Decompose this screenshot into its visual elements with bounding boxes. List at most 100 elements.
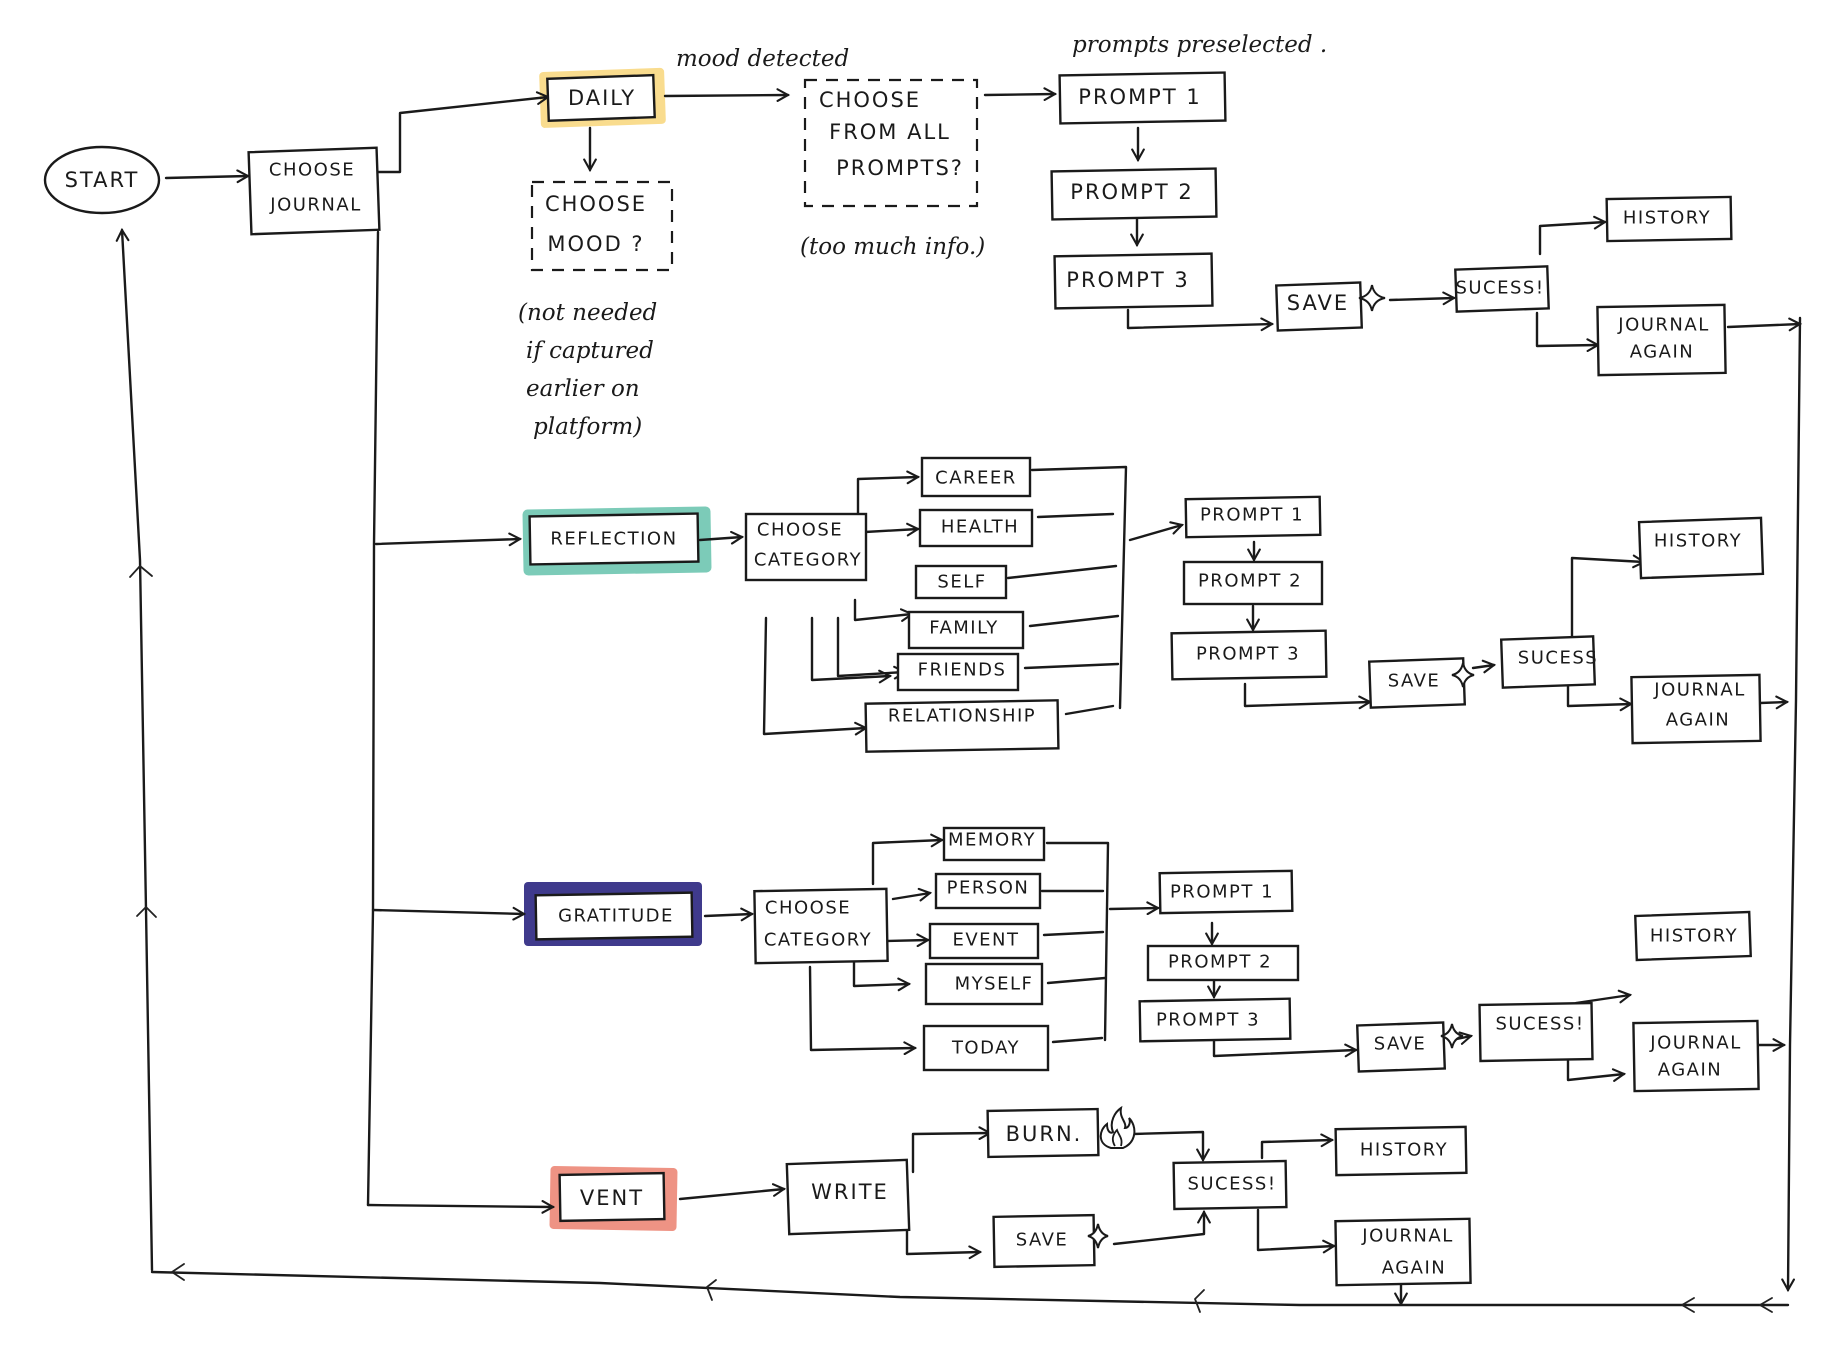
reflection-prompt-2[interactable]: PROMPT 2 [1182, 560, 1324, 606]
burn-label: BURN. [1006, 1122, 1083, 1146]
reflection-journal-again-button[interactable]: JOURNAL AGAIN [1630, 673, 1762, 745]
daily-prompt-1[interactable]: PROMPT 1 [1058, 71, 1227, 125]
choose-all-label-3: PROMPTS? [836, 156, 964, 180]
gratitude-history-button[interactable]: HISTORY [1634, 910, 1752, 962]
journal-again-label-2: AGAIN [1658, 1060, 1723, 1081]
daily-node[interactable]: DAILY [546, 73, 656, 123]
reflection-prompt-3[interactable]: PROMPT 3 [1170, 629, 1328, 681]
gratitude-category-myself[interactable]: MYSELF [924, 962, 1044, 1006]
gratitude-category-memory[interactable]: MEMORY [942, 826, 1046, 862]
reflection-success-node[interactable]: SUCESS [1499, 635, 1598, 689]
reflection-category-friends[interactable]: FRIENDS [896, 652, 1020, 692]
vent-write-node[interactable]: WRITE [785, 1158, 911, 1236]
note-line-1: (not needed [518, 300, 657, 326]
gratitude-prompt-3[interactable]: PROMPT 3 [1138, 997, 1292, 1043]
category-label: FRIENDS [918, 660, 1007, 681]
journal-again-label-2: AGAIN [1630, 342, 1695, 363]
daily-history-button[interactable]: HISTORY [1605, 195, 1733, 243]
prompt-label: PROMPT 2 [1198, 571, 1302, 592]
history-label: HISTORY [1623, 208, 1711, 229]
gratitude-category-event[interactable]: EVENT [928, 922, 1040, 960]
sparkle-icon [1451, 662, 1475, 688]
gratitude-choose-category[interactable]: CHOOSE CATEGORY [753, 887, 889, 965]
save-label: SAVE [1016, 1230, 1069, 1251]
choose-all-label-1: CHOOSE [819, 88, 921, 112]
gratitude-label: GRATITUDE [558, 906, 674, 927]
sparkle-icon [1440, 1023, 1464, 1049]
gratitude-category-person[interactable]: PERSON [934, 872, 1042, 910]
category-label: MYSELF [955, 974, 1034, 995]
category-label: PERSON [947, 878, 1030, 899]
vent-save-button[interactable]: SAVE [992, 1213, 1096, 1269]
sparkle-icon [1087, 1223, 1109, 1249]
reflection-category-self[interactable]: SELF [914, 564, 1008, 600]
category-label: HEALTH [941, 517, 1019, 538]
vent-node[interactable]: VENT [558, 1171, 666, 1223]
vent-journal-again-button[interactable]: JOURNAL AGAIN [1334, 1217, 1472, 1287]
daily-label: DAILY [568, 86, 636, 110]
reflection-save-button[interactable]: SAVE [1367, 657, 1467, 709]
journal-again-label-2: AGAIN [1666, 710, 1731, 731]
journal-again-label-1: JOURNAL [1649, 1033, 1741, 1054]
gratitude-journal-again-button[interactable]: JOURNAL AGAIN [1632, 1019, 1760, 1093]
choose-category-label-2: CATEGORY [754, 550, 862, 571]
category-label: RELATIONSHIP [888, 706, 1036, 727]
choose-all-label-2: FROM ALL [829, 120, 951, 144]
category-label: TODAY [951, 1038, 1020, 1059]
gratitude-prompt-2[interactable]: PROMPT 2 [1146, 944, 1300, 982]
daily-save-button[interactable]: SAVE [1275, 281, 1364, 332]
daily-prompt-2[interactable]: PROMPT 2 [1050, 167, 1218, 221]
reflection-prompt-1[interactable]: PROMPT 1 [1184, 495, 1322, 539]
gratitude-node[interactable]: GRATITUDE [534, 891, 694, 941]
choose-journal-node[interactable]: CHOOSE JOURNAL [247, 146, 381, 236]
vent-success-node[interactable]: SUCESS! [1172, 1159, 1288, 1211]
choose-mood-node[interactable]: CHOOSE MOOD ? [530, 180, 674, 272]
journal-again-label-1: JOURNAL [1617, 315, 1709, 336]
gratitude-save-button[interactable]: SAVE [1355, 1021, 1447, 1073]
reflection-category-health[interactable]: HEALTH [918, 508, 1034, 548]
note-line-3: earlier on [526, 376, 640, 402]
journal-again-label-2: AGAIN [1382, 1258, 1447, 1279]
note-line-4: platform) [533, 414, 642, 440]
write-label: WRITE [811, 1180, 889, 1204]
gratitude-category-today[interactable]: TODAY [922, 1024, 1050, 1072]
gratitude-success-node[interactable]: SUCESS! [1478, 1001, 1594, 1063]
vent-burn-button[interactable]: BURN. [986, 1107, 1100, 1159]
daily-success-node[interactable]: SUCESS! [1454, 265, 1550, 313]
save-label: SAVE [1388, 671, 1441, 692]
daily-journal-again-button[interactable]: JOURNAL AGAIN [1596, 303, 1727, 377]
vent-history-button[interactable]: HISTORY [1334, 1125, 1468, 1177]
choose-category-label-1: CHOOSE [757, 520, 843, 541]
choose-mood-note: (not needed if captured earlier on platf… [518, 300, 657, 440]
mood-detected-note: mood detected [676, 46, 849, 72]
category-label: EVENT [952, 930, 1019, 951]
start-label: START [65, 168, 140, 192]
reflection-history-button[interactable]: HISTORY [1637, 516, 1765, 580]
note-line-2: if captured [526, 338, 654, 364]
reflection-category-career[interactable]: CAREER [920, 456, 1032, 498]
journal-again-label-1: JOURNAL [1361, 1226, 1453, 1247]
history-label: HISTORY [1650, 926, 1738, 947]
sparkle-icon [1358, 284, 1386, 312]
prompt-label: PROMPT 2 [1168, 952, 1272, 973]
prompt-label: PROMPT 3 [1066, 268, 1189, 292]
success-label: SUCESS! [1187, 1174, 1276, 1195]
choose-all-prompts-node[interactable]: CHOOSE FROM ALL PROMPTS? [803, 78, 979, 208]
success-label: SUCESS! [1455, 278, 1544, 299]
reflection-node[interactable]: REFLECTION [528, 512, 700, 566]
gratitude-prompt-1[interactable]: PROMPT 1 [1158, 869, 1294, 915]
reflection-category-relationship[interactable]: RELATIONSHIP [864, 699, 1060, 753]
reflection-choose-category[interactable]: CHOOSE CATEGORY [744, 512, 868, 582]
choose-mood-label-2: MOOD ? [547, 232, 644, 256]
reflection-category-family[interactable]: FAMILY [907, 610, 1025, 650]
start-node[interactable]: START [43, 145, 161, 215]
prompt-label: PROMPT 1 [1170, 882, 1274, 903]
prompts-preselected-note: prompts preselected . [1072, 32, 1327, 58]
choose-category-label-2: CATEGORY [764, 930, 872, 951]
choose-mood-label-1: CHOOSE [545, 192, 647, 216]
nodes: START CHOOSE JOURNAL DAILY mood detected… [43, 32, 1765, 1287]
prompt-label: PROMPT 1 [1078, 85, 1201, 109]
history-label: HISTORY [1360, 1140, 1448, 1161]
daily-prompt-3[interactable]: PROMPT 3 [1053, 252, 1214, 310]
